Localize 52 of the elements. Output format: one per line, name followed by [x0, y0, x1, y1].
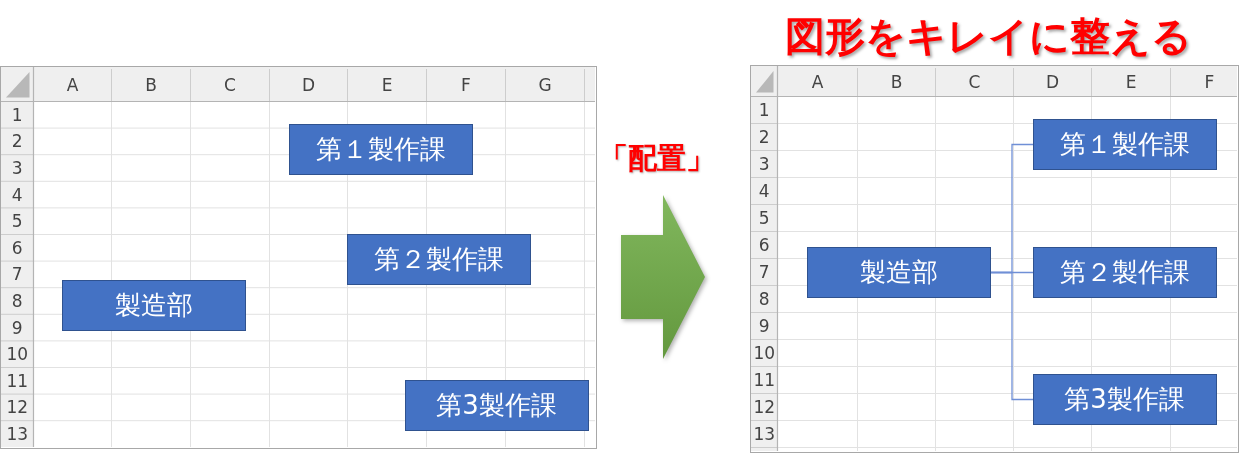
row-number: 5 — [11, 212, 23, 230]
spreadsheet — [0, 66, 597, 449]
row-number: 11 — [753, 371, 776, 389]
block-arrow — [621, 195, 705, 359]
row-number: 8 — [11, 292, 23, 310]
row-number: 13 — [753, 425, 776, 443]
row-number: 8 — [758, 290, 770, 308]
process-box: 第２製作課 — [346, 233, 531, 285]
row-number: 3 — [758, 155, 770, 173]
row-number: 6 — [11, 239, 23, 257]
column-letter: D — [1045, 73, 1060, 91]
row-number: 7 — [758, 263, 770, 281]
column-letter: D — [301, 76, 316, 94]
column-letter: A — [811, 73, 824, 91]
row-number: 11 — [6, 372, 29, 390]
column-letter: E — [1125, 73, 1137, 91]
row-number: 10 — [753, 344, 776, 362]
row-number: 4 — [758, 182, 770, 200]
column-letter: C — [968, 73, 981, 91]
process-box: 第１製作課 — [288, 123, 473, 175]
column-letter: A — [66, 76, 79, 94]
row-number: 12 — [6, 398, 29, 416]
column-letter: E — [381, 76, 393, 94]
process-box: 第１製作課 — [1032, 118, 1217, 170]
column-letter: G — [538, 76, 552, 94]
row-number: 1 — [11, 106, 23, 124]
process-box: 第２製作課 — [1032, 246, 1217, 298]
row-number: 13 — [6, 425, 29, 443]
title: 図形をキレイに整える — [784, 14, 1192, 58]
column-letter: B — [890, 73, 903, 91]
process-box: 製造部 — [61, 279, 246, 331]
column-letter: F — [461, 76, 471, 94]
row-number: 9 — [758, 317, 770, 335]
row-number: 3 — [11, 159, 23, 177]
row-number: 9 — [11, 319, 23, 337]
process-box: 第3製作課 — [404, 379, 589, 431]
spreadsheet — [750, 65, 1239, 453]
row-number: 5 — [758, 209, 770, 227]
row-number: 2 — [11, 132, 23, 150]
process-box: 製造部 — [806, 246, 991, 298]
column-letter: C — [224, 76, 236, 94]
connector-line — [990, 271, 1034, 401]
row-number: 2 — [758, 128, 770, 146]
row-number: 6 — [758, 236, 770, 254]
column-letter: F — [1204, 73, 1215, 91]
row-number: 12 — [753, 398, 776, 416]
row-number: 4 — [11, 186, 23, 204]
row-number: 7 — [11, 265, 23, 283]
column-letter: B — [145, 76, 157, 94]
row-number: 10 — [6, 345, 29, 363]
row-number: 1 — [758, 101, 770, 119]
process-box: 第3製作課 — [1032, 373, 1217, 425]
